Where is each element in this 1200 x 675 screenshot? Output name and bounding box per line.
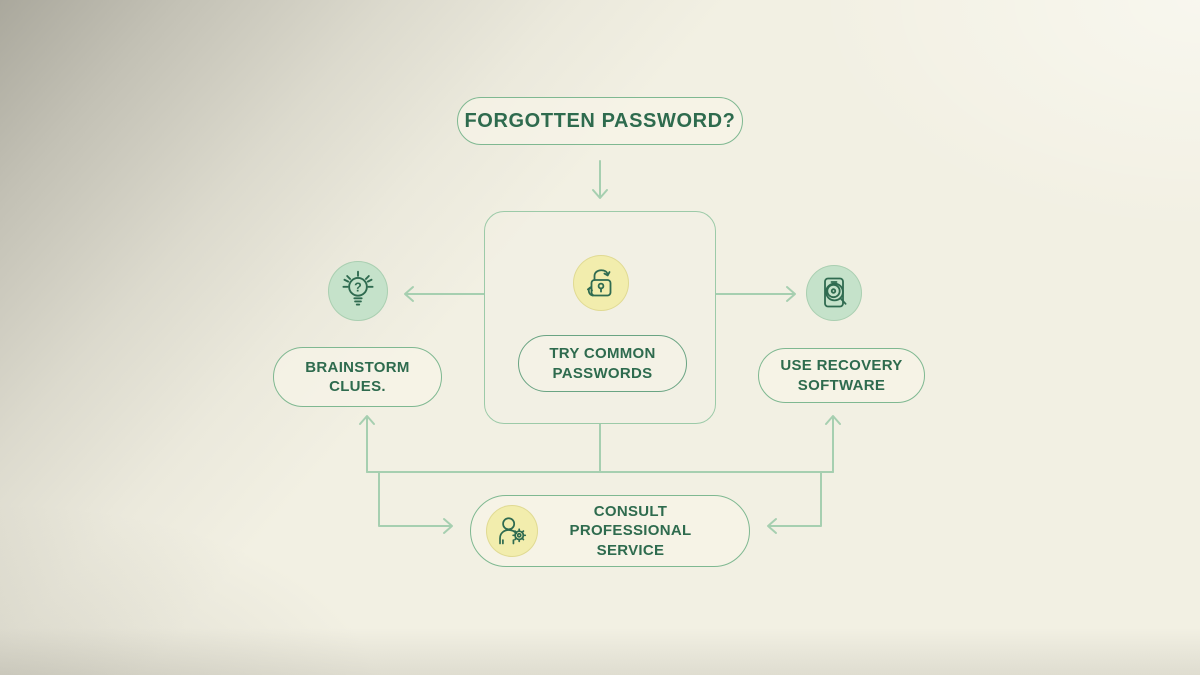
node-label-line2: SOFTWARE	[797, 376, 886, 394]
arrowhead-left-icon	[404, 286, 414, 302]
node-label-line1: TRY COMMON	[549, 345, 656, 362]
node-label-line2: PASSWORDS	[552, 364, 653, 382]
connector-right-to-bottom	[769, 471, 822, 527]
arrowhead-down-icon	[592, 189, 608, 199]
open-padlock-retry-icon	[587, 269, 612, 297]
arrowhead-right-icon	[786, 286, 796, 302]
arrowhead-right-icon	[443, 518, 453, 534]
node-consult-professional-service: CONSULT PROFESSIONAL SERVICE	[470, 495, 750, 567]
open-padlock-retry-icon	[573, 255, 629, 311]
arrowhead-left-icon	[767, 518, 777, 534]
arrowhead-up-icon	[825, 415, 841, 425]
node-label-line1: USE RECOVERY	[780, 357, 903, 374]
arrowhead-up-icon	[359, 415, 375, 425]
center-box	[484, 211, 716, 424]
node-try-common-passwords: TRY COMMON PASSWORDS	[518, 335, 687, 392]
person-gear-icon	[499, 517, 527, 545]
title-node: FORGOTTEN PASSWORD?	[457, 97, 743, 145]
lightbulb-question-icon: ?	[342, 270, 374, 306]
page-title: FORGOTTEN PASSWORD?	[464, 109, 736, 132]
node-label-line2: CLUES.	[329, 378, 386, 395]
lightbulb-question-icon: ?	[328, 261, 388, 321]
drive-search-icon	[824, 277, 847, 308]
node-brainstorm-clues: BRAINSTORM CLUES.	[273, 347, 442, 407]
node-label-line2: PROFESSIONAL SERVICE	[569, 522, 692, 559]
person-gear-icon	[486, 505, 538, 557]
node-label-line1: CONSULT	[593, 502, 668, 520]
node-label-line1: BRAINSTORM	[305, 358, 410, 376]
question-mark-glyph: ?	[354, 281, 362, 295]
drive-search-icon	[806, 265, 862, 321]
node-use-recovery-software: USE RECOVERY SOFTWARE	[758, 348, 925, 403]
connector-left-to-bottom	[378, 471, 451, 527]
